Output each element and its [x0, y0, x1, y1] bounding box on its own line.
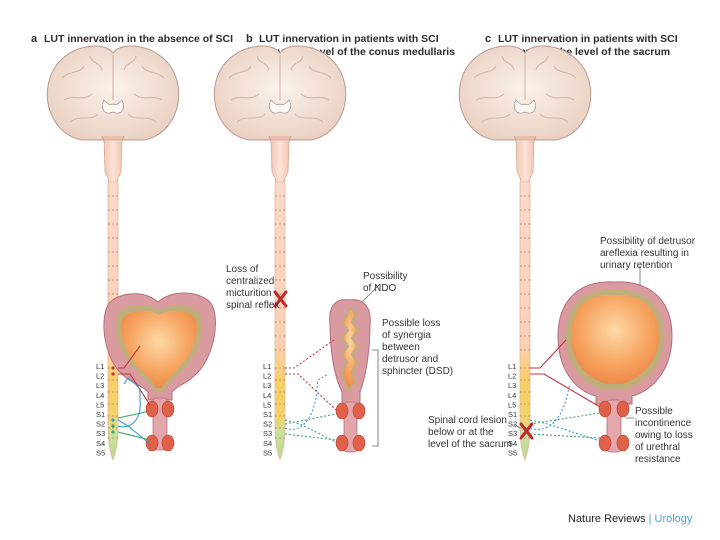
panel-a-nervous-system — [46, 45, 180, 462]
annotation-sacral-lesion: Spinal cord lesion below or at the level… — [428, 415, 512, 450]
level-label-s4: S4 — [263, 439, 272, 448]
level-label-l2: L2 — [96, 372, 104, 381]
level-label-l5: L5 — [263, 400, 271, 409]
level-label-l1: L1 — [96, 362, 104, 371]
annotation-incontinence: Possible incontinence owing to loss of u… — [635, 406, 696, 465]
brain-illustration — [46, 45, 180, 151]
level-label-l2: L2 — [508, 372, 516, 381]
level-label-l3: L3 — [508, 381, 516, 390]
journal-brand: Nature Reviews — [568, 513, 646, 525]
panel-b-nervous-system — [213, 45, 347, 462]
panel-c-bladder — [557, 281, 673, 453]
panel-b-nerve-pathways — [284, 339, 337, 443]
level-label-l2: L2 — [263, 372, 271, 381]
level-label-l1: L1 — [508, 362, 516, 371]
panel-c-letter: c — [485, 33, 491, 45]
spinal-cord — [519, 181, 531, 462]
level-label-s1: S1 — [96, 410, 105, 419]
spinal-cord — [274, 181, 286, 462]
level-label-l5: L5 — [508, 400, 516, 409]
panel-c-lesion-leader — [513, 423, 521, 429]
level-label-s4: S4 — [96, 439, 105, 448]
panel-a-title: a LUT innervation in the absence of SCI — [31, 33, 233, 45]
level-label-l3: L3 — [263, 381, 271, 390]
level-label-s5: S5 — [263, 448, 272, 457]
level-label-l4: L4 — [96, 391, 104, 400]
panel-c-title-line-1: LUT innervation in patients with SCI — [498, 33, 678, 45]
level-label-s2: S2 — [263, 420, 272, 429]
panel-a-bladder — [103, 292, 216, 452]
level-label-s3: S3 — [263, 429, 272, 438]
annotation-ndo: Possibility of NDO — [363, 271, 410, 294]
annotation-loss-of-reflex: Loss of centralized micturition spinal r… — [226, 264, 279, 311]
journal-credit: Nature Reviews|Urology — [568, 513, 692, 525]
brainstem — [515, 139, 535, 185]
level-label-s3: S3 — [508, 429, 517, 438]
level-label-l3: L3 — [96, 381, 104, 390]
level-label-s5: S5 — [508, 448, 517, 457]
panel-c-nervous-system — [458, 45, 592, 462]
level-label-s2: S2 — [96, 420, 105, 429]
journal-subject: Urology — [654, 513, 693, 525]
internal-sphincter — [145, 400, 159, 418]
panel-b-bladder — [329, 299, 371, 453]
panel-b-lesion-marker — [273, 290, 288, 308]
panel-b-dsd-bracket — [372, 349, 379, 447]
level-label-s1: S1 — [263, 410, 272, 419]
panel-a-title-line-1: LUT innervation in the absence of SCI — [44, 33, 233, 45]
panel-c-lesion-marker — [519, 422, 534, 440]
panel-c-nerve-pathways — [529, 339, 601, 442]
level-label-l1: L1 — [263, 362, 271, 371]
panel-a-letter: a — [31, 33, 38, 45]
brainstem — [103, 139, 123, 185]
level-label-s4: S4 — [508, 439, 517, 448]
level-label-l4: L4 — [263, 391, 271, 400]
annotation-dsd: Possible loss of synergia between detrus… — [382, 318, 453, 377]
panel-a-nerve-pathways — [111, 345, 151, 445]
external-sphincter — [145, 434, 159, 452]
level-label-l5: L5 — [96, 400, 104, 409]
journal-separator: | — [648, 513, 652, 525]
level-label-s1: S1 — [508, 410, 517, 419]
level-label-l4: L4 — [508, 391, 516, 400]
panel-b-title-line-1: LUT innervation in patients with SCI — [259, 33, 439, 45]
brainstem — [270, 139, 290, 185]
level-label-s5: S5 — [96, 448, 105, 457]
panel-b-letter: b — [246, 33, 253, 45]
level-label-s3: S3 — [96, 429, 105, 438]
annotation-detrusor-areflexia: Possibility of detrusor areflexia result… — [600, 236, 698, 271]
level-label-s2: S2 — [508, 420, 517, 429]
panel-b-ndo-leader — [361, 283, 381, 303]
